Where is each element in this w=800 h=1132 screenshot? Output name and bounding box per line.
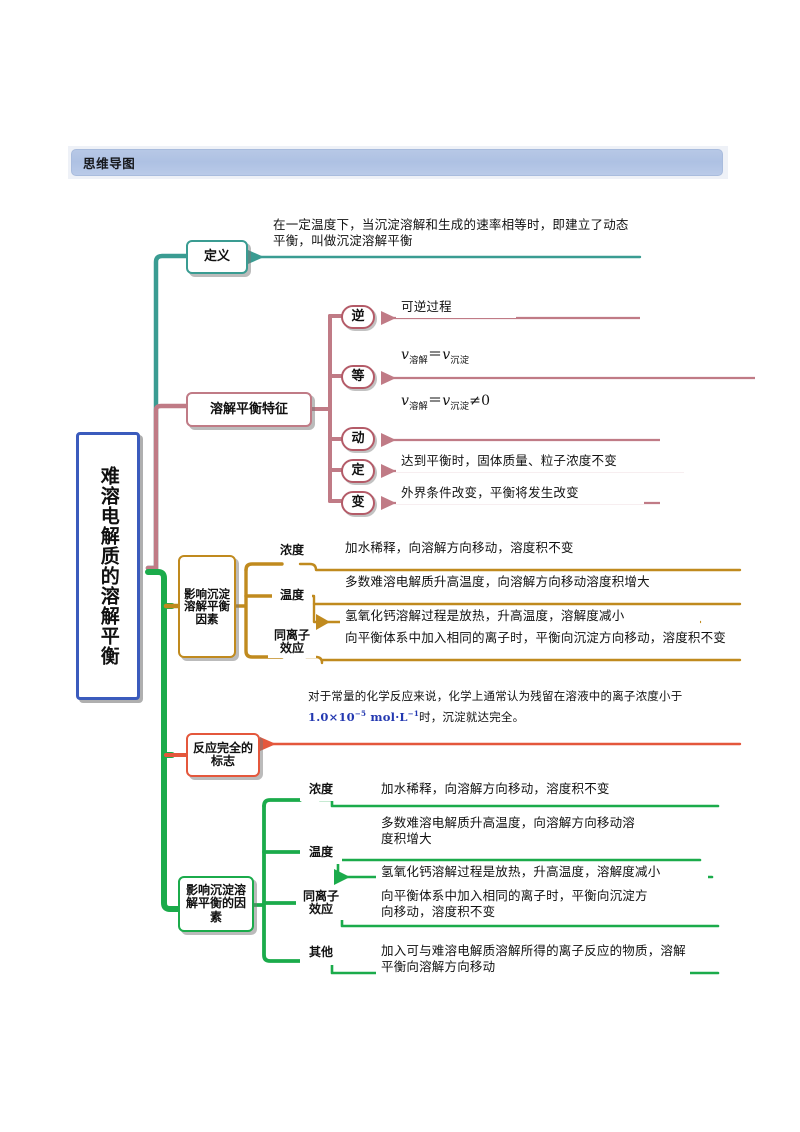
node-feature-ni[interactable]: 逆 xyxy=(341,305,375,329)
complete-text-part2: 时，沉淀就达完全。 xyxy=(419,710,525,725)
leaf-feature-bian: 外界条件改变，平衡将发生改变 xyxy=(396,483,644,505)
complete-formula: 1.0×10−5 mol·L−1 xyxy=(308,709,420,725)
arrow-ni xyxy=(381,311,396,325)
arrow-deng xyxy=(381,371,396,385)
leaf-factor-b-3: 氢氧化钙溶解过程是放热，升高温度，溶解度减小 xyxy=(376,862,708,884)
wire-features-trunk xyxy=(145,403,189,571)
arrow-red xyxy=(260,737,276,751)
wire-greenb-spine-top xyxy=(262,798,302,808)
arrow-greenb-3 xyxy=(334,869,350,885)
wire-orange-spine-top xyxy=(244,562,284,572)
label-factor-a-temperature: 温度 xyxy=(272,584,312,608)
node-features[interactable]: 溶解平衡特征 xyxy=(186,392,312,427)
complete-text-part1: 对于常量的化学反应来说，化学上通常认为残留在溶液中的离子浓度小于 xyxy=(308,689,683,703)
page-title: 思维导图 xyxy=(83,156,136,171)
leaf-reaction-complete-text: 对于常量的化学反应来说，化学上通常认为残留在溶液中的离子浓度小于 1.0×10−… xyxy=(303,684,740,732)
arrow-dong xyxy=(381,433,396,447)
wire-greenb-spine xyxy=(252,804,302,963)
leaf-feature-dong: v溶解＝v沉淀≠0 xyxy=(396,390,616,416)
label-factor-a-concentration: 浓度 xyxy=(272,540,312,562)
label-factor-a-common-ion: 同离子效应 xyxy=(268,626,316,658)
label-factor-b-other: 其他 xyxy=(300,941,342,965)
leaf-feature-ni: 可逆过程 xyxy=(396,297,516,319)
leaf-factor-b-2: 多数难溶电解质升高温度，向溶解方向移动溶度积增大 xyxy=(376,813,648,851)
wire-green-trunk xyxy=(145,569,181,912)
wire-definition-arrow xyxy=(248,250,264,264)
leaf-factor-b-1: 加水稀释，向溶解方向移动，溶度积不变 xyxy=(376,779,682,801)
wire-orange-leaf-4 xyxy=(304,655,742,665)
node-definition[interactable]: 定义 xyxy=(186,240,248,274)
node-feature-bian[interactable]: 变 xyxy=(341,491,375,515)
node-feature-ding[interactable]: 定 xyxy=(341,459,375,483)
node-feature-deng[interactable]: 等 xyxy=(341,365,375,389)
wire-orange-leaf-2 xyxy=(300,594,742,606)
leaf-factor-a-3: 氢氧化钙溶解过程是放热，升高温度，溶解度减小 xyxy=(340,606,700,628)
leaf-factor-b-4: 向平衡体系中加入相同的离子时，平衡向沉淀方向移动，溶度积不变 xyxy=(376,886,662,924)
leaf-factor-b-5: 加入可与难溶电解质溶解所得的离子反应的物质，溶解平衡向溶解方向移动 xyxy=(376,941,690,979)
leaf-feature-deng: v溶解＝v沉淀 xyxy=(396,344,596,370)
arrow-ding xyxy=(381,464,396,478)
wire-features-spine-b xyxy=(328,314,340,503)
wire-orange-leaf-1 xyxy=(298,562,742,572)
node-reaction-complete[interactable]: 反应完全的标志 xyxy=(186,733,260,777)
section-title-bar: 思维导图 xyxy=(71,149,723,176)
label-factor-b-common-ion: 同离子效应 xyxy=(296,886,346,920)
wire-greenb-leaf-2 xyxy=(324,850,702,862)
leaf-factor-a-2: 多数难溶电解质升高温度，向溶解方向移动溶度积增大 xyxy=(340,572,744,594)
root-node[interactable]: 难溶电解质的溶解平衡 xyxy=(76,432,140,700)
wire-definition-trunk xyxy=(145,253,189,571)
wire-greenb-leaf-1 xyxy=(318,798,720,808)
leaf-factor-a-1: 加水稀释，向溶解方向移动，溶度积不变 xyxy=(340,538,640,560)
leaf-feature-ding: 达到平衡时，固体质量、粒子浓度不变 xyxy=(396,451,684,473)
label-factor-b-temperature: 温度 xyxy=(300,841,342,864)
node-factors-upper[interactable]: 影响沉淀溶解平衡因素 xyxy=(178,555,236,658)
leaf-definition-text: 在一定温度下，当沉淀溶解和生成的速率相等时，即建立了动态平衡，叫做沉淀溶解平衡 xyxy=(268,215,640,253)
wire-features-spine xyxy=(310,314,332,503)
node-feature-dong[interactable]: 动 xyxy=(341,427,375,451)
arrow-bian xyxy=(381,496,396,510)
arrow-orange-3 xyxy=(316,614,330,630)
label-factor-b-concentration: 浓度 xyxy=(300,779,342,801)
leaf-factor-a-4: 向平衡体系中加入相同的离子时，平衡向沉淀方向移动，溶度积不变 xyxy=(340,628,732,650)
node-factors-lower[interactable]: 影响沉淀溶解平衡的因素 xyxy=(178,876,254,932)
